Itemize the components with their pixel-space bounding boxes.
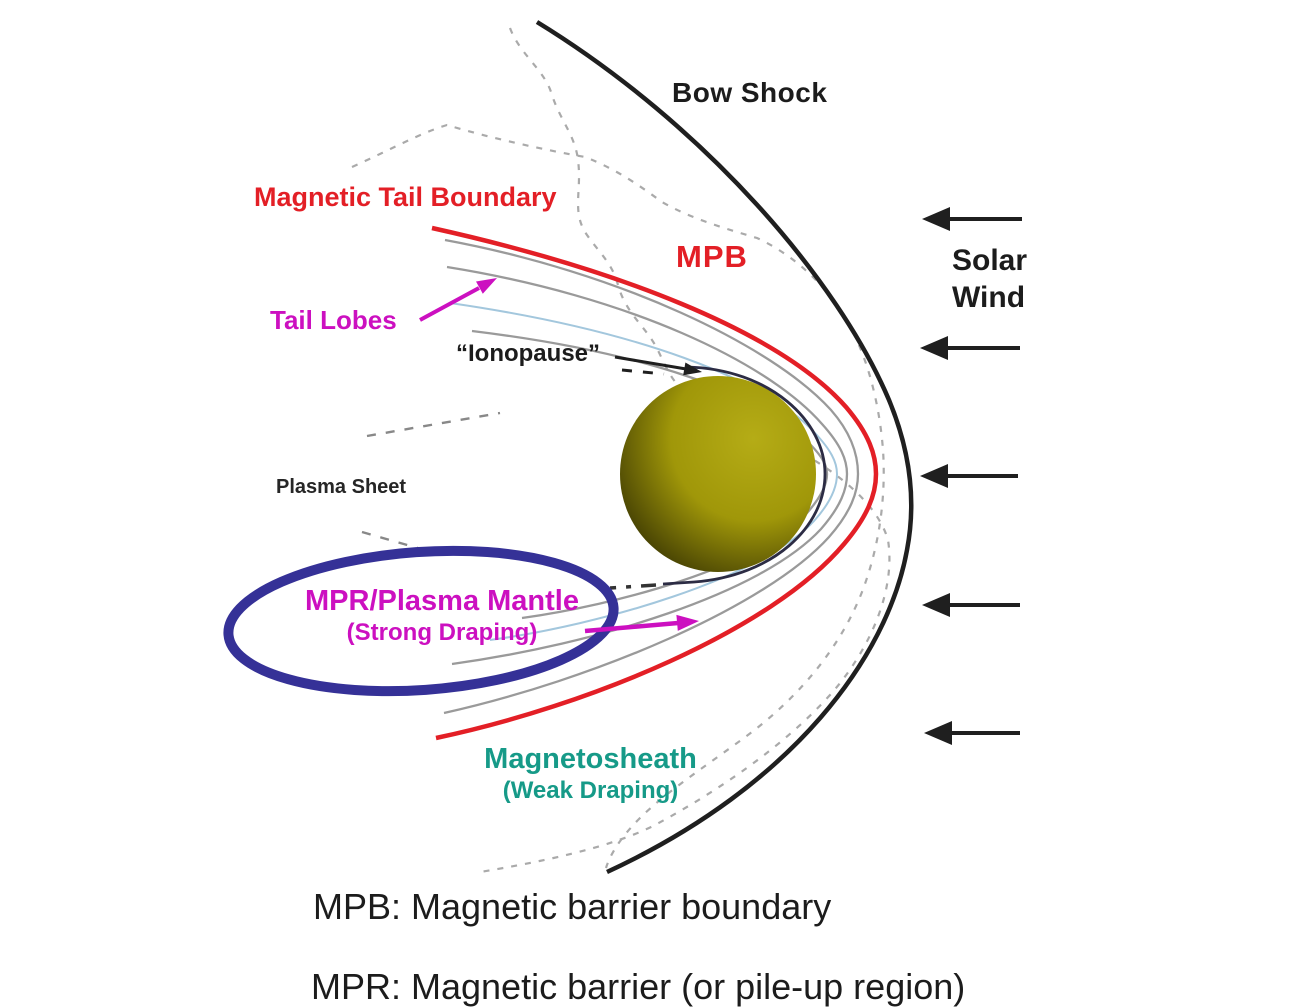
- plasma-sheet-dash-upper: [366, 411, 501, 438]
- tail-lobes-label: Tail Lobes: [270, 305, 397, 335]
- magnetic-tail-boundary-label: Magnetic Tail Boundary: [254, 182, 557, 212]
- mpr-plasma-mantle-label-group: MPR/Plasma Mantle (Strong Draping): [292, 585, 592, 646]
- magnetosheath-streamline-upper: [479, 27, 891, 874]
- field-line-gray-2: [446, 265, 849, 666]
- ionopause-curve: [662, 365, 827, 586]
- mpb-label: MPB: [676, 239, 748, 274]
- mpr-ellipse: [223, 545, 619, 697]
- ionopause-arrow: [614, 355, 702, 376]
- mpr-arrow: [584, 614, 699, 634]
- legend-mpb-definition: MPB: Magnetic barrier boundary: [313, 886, 832, 927]
- field-line-gray-3: [471, 329, 829, 620]
- field-line-cyan: [449, 302, 839, 641]
- magnetosheath-label: Magnetosheath: [484, 743, 697, 775]
- plasma-sheet-label: Plasma Sheet: [276, 476, 407, 498]
- planet: [620, 376, 816, 572]
- mpr-plasma-mantle-label: MPR/Plasma Mantle: [305, 585, 579, 617]
- tail-lobes-arrow: [419, 278, 497, 322]
- solar-wind-label-line1: Solar: [952, 244, 1028, 277]
- solar-wind-arrow-5: [924, 721, 1020, 745]
- weak-draping-label: (Weak Draping): [502, 776, 679, 804]
- solar-wind-arrow-2: [920, 336, 1020, 360]
- bow-shock-label: Bow Shock: [672, 77, 828, 108]
- plasma-sheet-centerline-dashes: [609, 583, 657, 590]
- legend-mpr-definition: MPR: Magnetic barrier (or pile-up region…: [311, 966, 966, 1007]
- mpb-curve: [431, 225, 879, 741]
- solar-wind-arrow-1: [922, 207, 1022, 231]
- solar-wind-label: Solar Wind: [952, 242, 1027, 316]
- bow-shock-curve: [535, 20, 914, 875]
- solar-wind-label-line2: Wind: [952, 281, 1026, 314]
- strong-draping-label: (Strong Draping): [346, 618, 538, 646]
- solar-wind-arrow-3: [920, 464, 1018, 488]
- magnetosheath-label-group: Magnetosheath (Weak Draping): [448, 743, 733, 804]
- ionopause-label: “Ionopause”: [456, 340, 601, 367]
- field-line-gray-1: [443, 238, 860, 715]
- solar-wind-arrow-4: [922, 593, 1020, 617]
